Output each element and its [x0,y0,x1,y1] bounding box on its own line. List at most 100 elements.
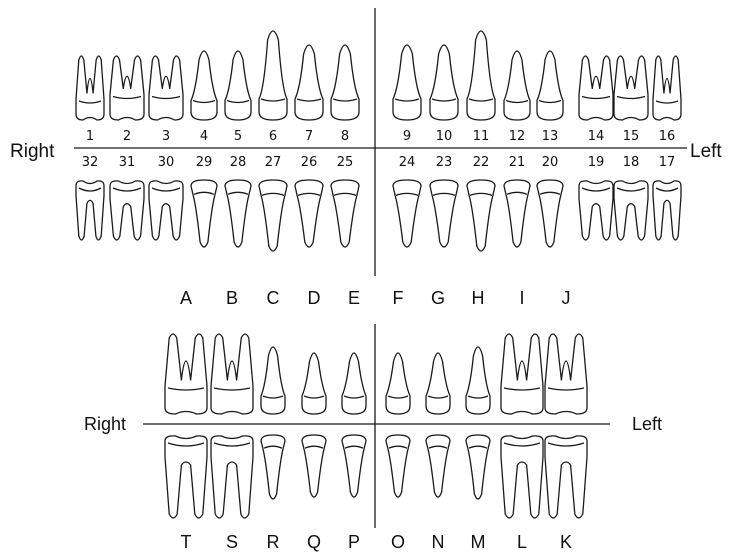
tooth-letter-T: T [181,532,192,552]
tooth-number-12: 12 [509,129,526,144]
upper-tooth-12 [504,51,530,120]
tooth-number-9: 9 [403,129,411,144]
upper-tooth-16 [653,56,681,120]
tooth-number-22: 22 [473,155,490,170]
upper-tooth-4 [191,51,217,120]
lower-tooth-32 [76,181,104,240]
tooth-number-11: 11 [473,129,490,144]
tooth-letter-N: N [432,532,445,552]
tooth-number-25: 25 [337,155,354,170]
tooth-number-29: 29 [196,155,213,170]
tooth-number-16: 16 [659,129,676,144]
lower-tooth-24 [393,180,421,247]
tooth-number-24: 24 [399,155,416,170]
tooth-number-19: 19 [588,155,605,170]
tooth-number-7: 7 [305,129,313,144]
tooth-number-4: 4 [200,129,208,144]
lower-tooth-19 [579,181,613,240]
primary-right-label: Right [84,414,126,434]
upper-tooth-9 [393,45,421,120]
lower-tooth-31 [110,181,144,240]
lower-tooth-30 [149,181,183,240]
upper-tooth-11 [467,31,495,120]
primary-lower-tooth-M [466,435,490,499]
tooth-number-23: 23 [436,155,453,170]
tooth-letter-O: O [391,532,405,552]
tooth-number-27: 27 [265,155,282,170]
upper-tooth-15 [614,56,648,120]
tooth-letter-I: I [519,288,524,308]
primary-upper-tooth-A [165,334,207,414]
tooth-number-5: 5 [234,129,242,144]
lower-tooth-18 [614,181,648,240]
lower-tooth-27 [259,180,287,251]
tooth-letter-F: F [393,288,404,308]
tooth-letter-K: K [560,532,572,552]
primary-lower-tooth-O [386,435,410,497]
upper-tooth-14 [579,56,613,120]
tooth-number-10: 10 [436,129,453,144]
upper-tooth-5 [225,51,251,120]
upper-tooth-1 [76,56,104,120]
lower-tooth-22 [467,180,495,251]
lower-tooth-21 [504,180,530,247]
tooth-number-13: 13 [542,129,559,144]
primary-lower-tooth-L [501,436,543,518]
lower-tooth-28 [225,180,251,247]
upper-tooth-6 [259,31,287,120]
lower-tooth-17 [653,181,681,240]
tooth-number-31: 31 [119,155,136,170]
primary-left-label: Left [632,414,662,434]
permanent-upper-teeth [76,31,681,120]
lower-tooth-25 [331,180,359,247]
tooth-number-3: 3 [162,129,170,144]
tooth-letter-P: P [348,532,360,552]
primary-lower-tooth-P [342,435,366,497]
primary-upper-tooth-B [211,334,253,414]
permanent-lower-teeth [76,180,681,251]
primary-lower-tooth-Q [302,435,326,497]
tooth-number-15: 15 [623,129,640,144]
tooth-letter-R: R [267,532,280,552]
tooth-number-18: 18 [623,155,640,170]
lower-tooth-20 [537,180,563,247]
tooth-number-1: 1 [86,129,94,144]
tooth-number-32: 32 [82,155,99,170]
primary-upper-tooth-F [386,353,410,414]
upper-tooth-7 [295,45,323,120]
primary-upper-tooth-C [261,347,285,414]
tooth-number-17: 17 [659,155,676,170]
tooth-number-21: 21 [509,155,526,170]
primary-upper-tooth-J [545,334,587,414]
tooth-letter-J: J [562,288,571,308]
tooth-letter-A: A [180,288,192,308]
tooth-letter-C: C [267,288,280,308]
upper-tooth-2 [110,56,144,120]
tooth-letter-G: G [431,288,445,308]
tooth-number-2: 2 [123,129,131,144]
tooth-letter-Q: Q [307,532,321,552]
tooth-number-26: 26 [301,155,318,170]
primary-lower-tooth-K [545,436,587,518]
primary-lower-tooth-S [211,436,253,518]
tooth-number-14: 14 [588,129,605,144]
permanent-left-label: Left [690,141,722,162]
tooth-number-30: 30 [158,155,175,170]
upper-tooth-13 [537,51,563,120]
primary-lower-tooth-R [261,435,285,499]
primary-upper-tooth-G [426,353,450,414]
tooth-number-8: 8 [341,129,349,144]
primary-upper-tooth-E [342,353,366,414]
primary-lower-teeth [165,435,587,518]
tooth-letter-L: L [517,532,527,552]
upper-tooth-8 [331,45,359,120]
tooth-number-6: 6 [269,129,277,144]
primary-lower-tooth-N [426,435,450,497]
tooth-letter-E: E [348,288,360,308]
